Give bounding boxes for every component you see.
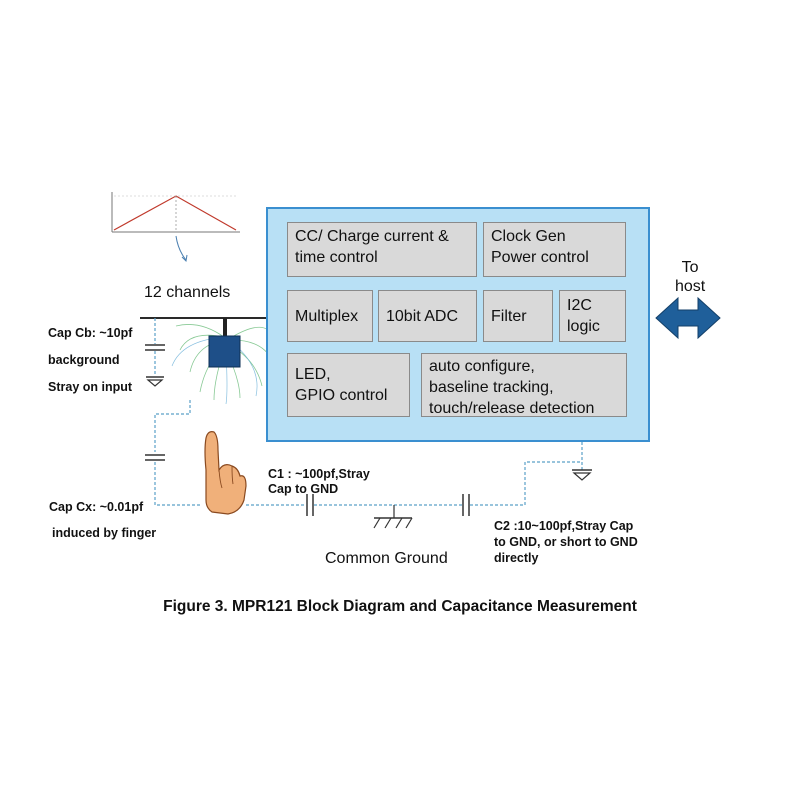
cx-path <box>145 400 200 506</box>
c1-path <box>246 494 462 516</box>
channels-label: 12 channels <box>144 284 231 301</box>
figure-caption: Figure 3. MPR121 Block Diagram and Capac… <box>163 598 637 615</box>
cc-charge-block: CC/ Charge current & time control <box>287 222 477 277</box>
c2-label-3: directly <box>494 551 539 565</box>
common-ground-label: Common Ground <box>325 550 448 567</box>
c1-label-2: Cap to GND <box>268 482 339 496</box>
to-host-label: To host <box>675 259 706 295</box>
cap-cb-label: Cap Cb: ~10pf <box>48 326 133 340</box>
led-gpio-block: LED, GPIO control <box>287 353 410 417</box>
c1-label: C1 : ~100pf,Stray <box>268 467 370 481</box>
capacitor-icon <box>145 318 165 376</box>
c2-label-2: to GND, or short to GND <box>494 535 638 549</box>
filter-block: Filter <box>483 290 553 342</box>
auto-config-block: auto configure, baseline tracking, touch… <box>421 353 627 417</box>
inset-charge-graph <box>111 192 240 263</box>
clock-gen-block: Clock Gen Power control <box>483 222 626 277</box>
cap-cb-label-2: background <box>48 353 120 367</box>
multiplex-block: Multiplex <box>287 290 373 342</box>
adc-block: 10bit ADC <box>378 290 477 342</box>
cap-cx-label-2: induced by finger <box>52 526 157 540</box>
ground-icon <box>146 376 164 387</box>
finger-icon <box>204 431 247 515</box>
electrode-icon <box>171 318 273 405</box>
double-arrow-icon <box>655 296 721 340</box>
i2c-block: I2C logic <box>559 290 626 342</box>
cap-cx-label: Cap Cx: ~0.01pf <box>49 500 144 514</box>
c2-label: C2 :10~100pf,Stray Cap <box>494 519 634 533</box>
cap-cb-label-3: Stray on input <box>48 380 133 394</box>
c2-path <box>462 442 592 516</box>
ground-icon <box>373 505 413 529</box>
